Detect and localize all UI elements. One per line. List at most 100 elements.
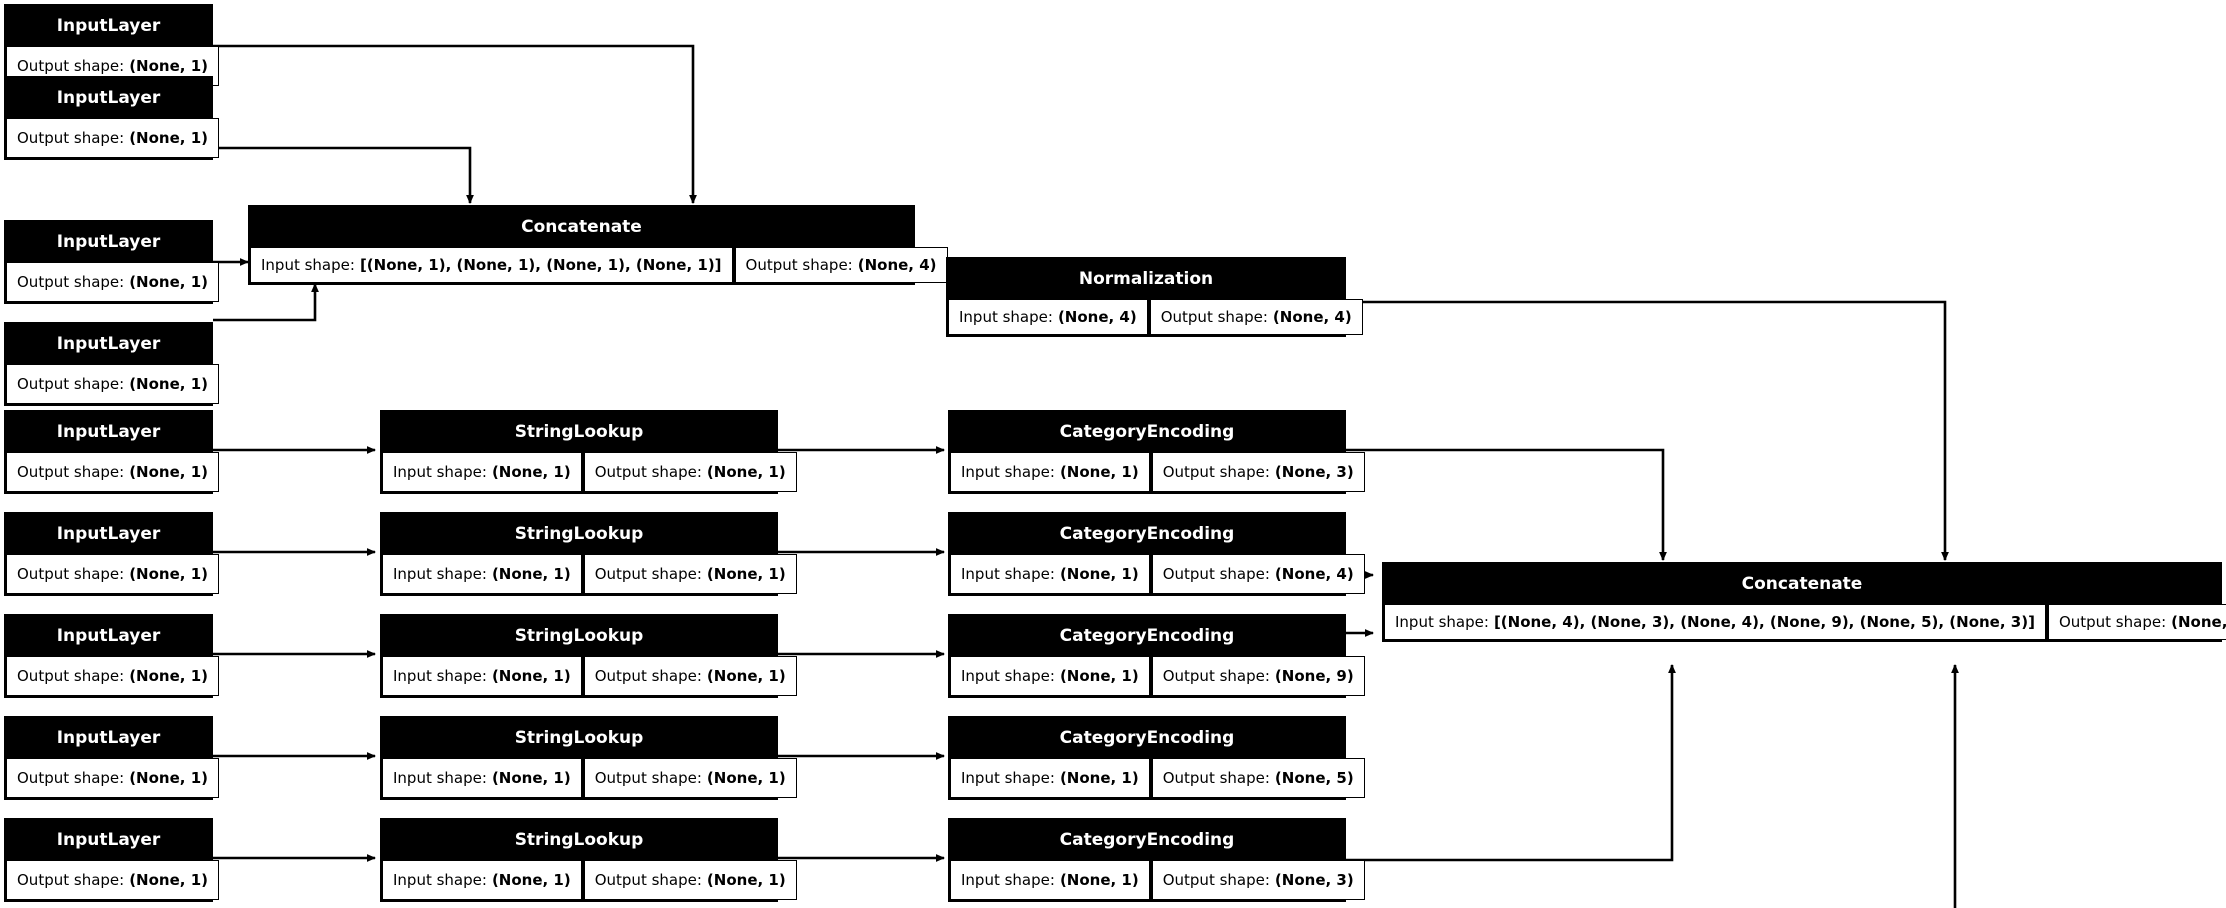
output-shape-value: (None, 4) [857, 255, 937, 274]
node-concatenate-all[interactable]: Concatenate Input shape: [(None, 4), (No… [1382, 562, 2226, 642]
input-shape-cell: Input shape: (None, 4) [948, 299, 1148, 335]
output-shape-cell: Output shape: (None, 1) [6, 860, 219, 900]
node-type-label: Normalization [948, 259, 1344, 299]
output-shape-label: Output shape: [1162, 564, 1270, 583]
input-shape-value: (None, 1) [491, 564, 571, 583]
input-shape-value: [(None, 4), (None, 3), (None, 4), (None,… [1493, 612, 2035, 631]
output-shape-cell: Output shape: (None, 28) [2047, 604, 2226, 640]
node-input-layer-6[interactable]: InputLayer Output shape: (None, 1) [4, 512, 219, 596]
node-input-layer-4[interactable]: InputLayer Output shape: (None, 1) [4, 322, 219, 406]
edge-input2-concat [213, 146, 474, 204]
output-shape-cell: Output shape: (None, 3) [1151, 452, 1365, 492]
output-shape-label: Output shape: [1162, 870, 1270, 889]
output-shape-label: Output shape: [2058, 612, 2167, 631]
output-shape-value: (None, 4) [1274, 564, 1354, 583]
output-shape-label: Output shape: [17, 374, 125, 393]
node-type-label: InputLayer [6, 412, 211, 452]
node-input-layer-7[interactable]: InputLayer Output shape: (None, 1) [4, 614, 219, 698]
output-shape-cell: Output shape: (None, 1) [6, 452, 219, 492]
input-shape-cell: Input shape: (None, 1) [950, 758, 1150, 798]
input-shape-cell: Input shape: (None, 1) [950, 860, 1150, 900]
input-shape-label: Input shape: [961, 870, 1055, 889]
output-shape-cell: Output shape: (None, 1) [6, 262, 219, 302]
output-shape-value: (None, 1) [129, 564, 208, 583]
node-input-layer-5[interactable]: InputLayer Output shape: (None, 1) [4, 410, 219, 494]
node-shape-row: Input shape: (None, 1) Output shape: (No… [950, 860, 1365, 900]
node-category-encoding-2[interactable]: CategoryEncoding Input shape: (None, 1) … [948, 512, 1365, 596]
output-shape-label: Output shape: [17, 128, 125, 147]
node-type-label: InputLayer [6, 324, 211, 364]
node-input-layer-3[interactable]: InputLayer Output shape: (None, 1) [4, 220, 219, 304]
input-shape-value: [(None, 1), (None, 1), (None, 1), (None,… [359, 255, 722, 274]
node-string-lookup-2[interactable]: StringLookup Input shape: (None, 1) Outp… [380, 512, 797, 596]
input-shape-label: Input shape: [1395, 612, 1489, 631]
node-type-label: InputLayer [6, 6, 211, 46]
output-shape-label: Output shape: [594, 564, 702, 583]
node-type-label: CategoryEncoding [950, 412, 1344, 452]
output-shape-cell: Output shape: (None, 3) [1151, 860, 1365, 900]
output-shape-label: Output shape: [17, 462, 125, 481]
input-shape-cell: Input shape: (None, 1) [382, 452, 582, 492]
input-shape-value: (None, 4) [1057, 307, 1137, 326]
output-shape-value: (None, 1) [129, 128, 208, 147]
node-category-encoding-3[interactable]: CategoryEncoding Input shape: (None, 1) … [948, 614, 1365, 698]
node-type-label: StringLookup [382, 412, 776, 452]
output-shape-label: Output shape: [594, 768, 702, 787]
input-shape-label: Input shape: [961, 564, 1055, 583]
node-type-label: CategoryEncoding [950, 718, 1344, 758]
input-shape-value: (None, 1) [1059, 462, 1139, 481]
input-shape-label: Input shape: [393, 462, 487, 481]
node-string-lookup-1[interactable]: StringLookup Input shape: (None, 1) Outp… [380, 410, 797, 494]
input-shape-value: (None, 1) [491, 462, 571, 481]
output-shape-value: (None, 1) [129, 870, 208, 889]
node-shape-row: Input shape: (None, 1) Output shape: (No… [382, 860, 797, 900]
output-shape-cell: Output shape: (None, 1) [583, 452, 797, 492]
input-shape-value: (None, 1) [491, 768, 571, 787]
output-shape-cell: Output shape: (None, 1) [583, 554, 797, 594]
output-shape-value: (None, 1) [706, 870, 786, 889]
output-shape-value: (None, 1) [129, 374, 208, 393]
node-type-label: InputLayer [6, 616, 211, 656]
node-string-lookup-4[interactable]: StringLookup Input shape: (None, 1) Outp… [380, 716, 797, 800]
node-string-lookup-3[interactable]: StringLookup Input shape: (None, 1) Outp… [380, 614, 797, 698]
output-shape-cell: Output shape: (None, 1) [6, 554, 219, 594]
input-shape-cell: Input shape: (None, 1) [382, 554, 582, 594]
output-shape-label: Output shape: [594, 870, 702, 889]
node-shape-row: Input shape: (None, 1) Output shape: (No… [950, 758, 1365, 798]
output-shape-label: Output shape: [1162, 768, 1270, 787]
node-normalization[interactable]: Normalization Input shape: (None, 4) Out… [946, 257, 1363, 337]
input-shape-value: (None, 1) [491, 666, 571, 685]
output-shape-label: Output shape: [17, 564, 125, 583]
output-shape-cell: Output shape: (None, 5) [1151, 758, 1365, 798]
output-shape-value: (None, 1) [129, 56, 208, 75]
output-shape-value: (None, 3) [1274, 870, 1354, 889]
output-shape-value: (None, 9) [1274, 666, 1354, 685]
node-shape-row: Input shape: (None, 1) Output shape: (No… [950, 554, 1365, 594]
input-shape-value: (None, 1) [491, 870, 571, 889]
node-concatenate-numeric[interactable]: Concatenate Input shape: [(None, 1), (No… [248, 205, 948, 285]
node-category-encoding-4[interactable]: CategoryEncoding Input shape: (None, 1) … [948, 716, 1365, 800]
node-string-lookup-5[interactable]: StringLookup Input shape: (None, 1) Outp… [380, 818, 797, 902]
node-type-label: InputLayer [6, 820, 211, 860]
input-shape-cell: Input shape: (None, 1) [382, 758, 582, 798]
input-shape-value: (None, 1) [1059, 870, 1139, 889]
input-shape-label: Input shape: [961, 666, 1055, 685]
node-category-encoding-5[interactable]: CategoryEncoding Input shape: (None, 1) … [948, 818, 1365, 902]
output-shape-label: Output shape: [17, 768, 125, 787]
output-shape-label: Output shape: [17, 666, 125, 685]
output-shape-cell: Output shape: (None, 4) [734, 247, 948, 283]
output-shape-value: (None, 1) [129, 666, 208, 685]
output-shape-value: (None, 4) [1272, 307, 1352, 326]
output-shape-value: (None, 3) [1274, 462, 1354, 481]
input-shape-label: Input shape: [961, 462, 1055, 481]
node-input-layer-9[interactable]: InputLayer Output shape: (None, 1) [4, 818, 219, 902]
node-input-layer-2[interactable]: InputLayer Output shape: (None, 1) [4, 76, 219, 160]
node-type-label: CategoryEncoding [950, 616, 1344, 656]
node-category-encoding-1[interactable]: CategoryEncoding Input shape: (None, 1) … [948, 410, 1365, 494]
node-input-layer-8[interactable]: InputLayer Output shape: (None, 1) [4, 716, 219, 800]
input-shape-value: (None, 1) [1059, 564, 1139, 583]
output-shape-cell: Output shape: (None, 1) [6, 656, 219, 696]
node-shape-row: Input shape: (None, 1) Output shape: (No… [382, 758, 797, 798]
node-shape-row: Output shape: (None, 1) [6, 452, 219, 492]
output-shape-cell: Output shape: (None, 4) [1151, 554, 1365, 594]
